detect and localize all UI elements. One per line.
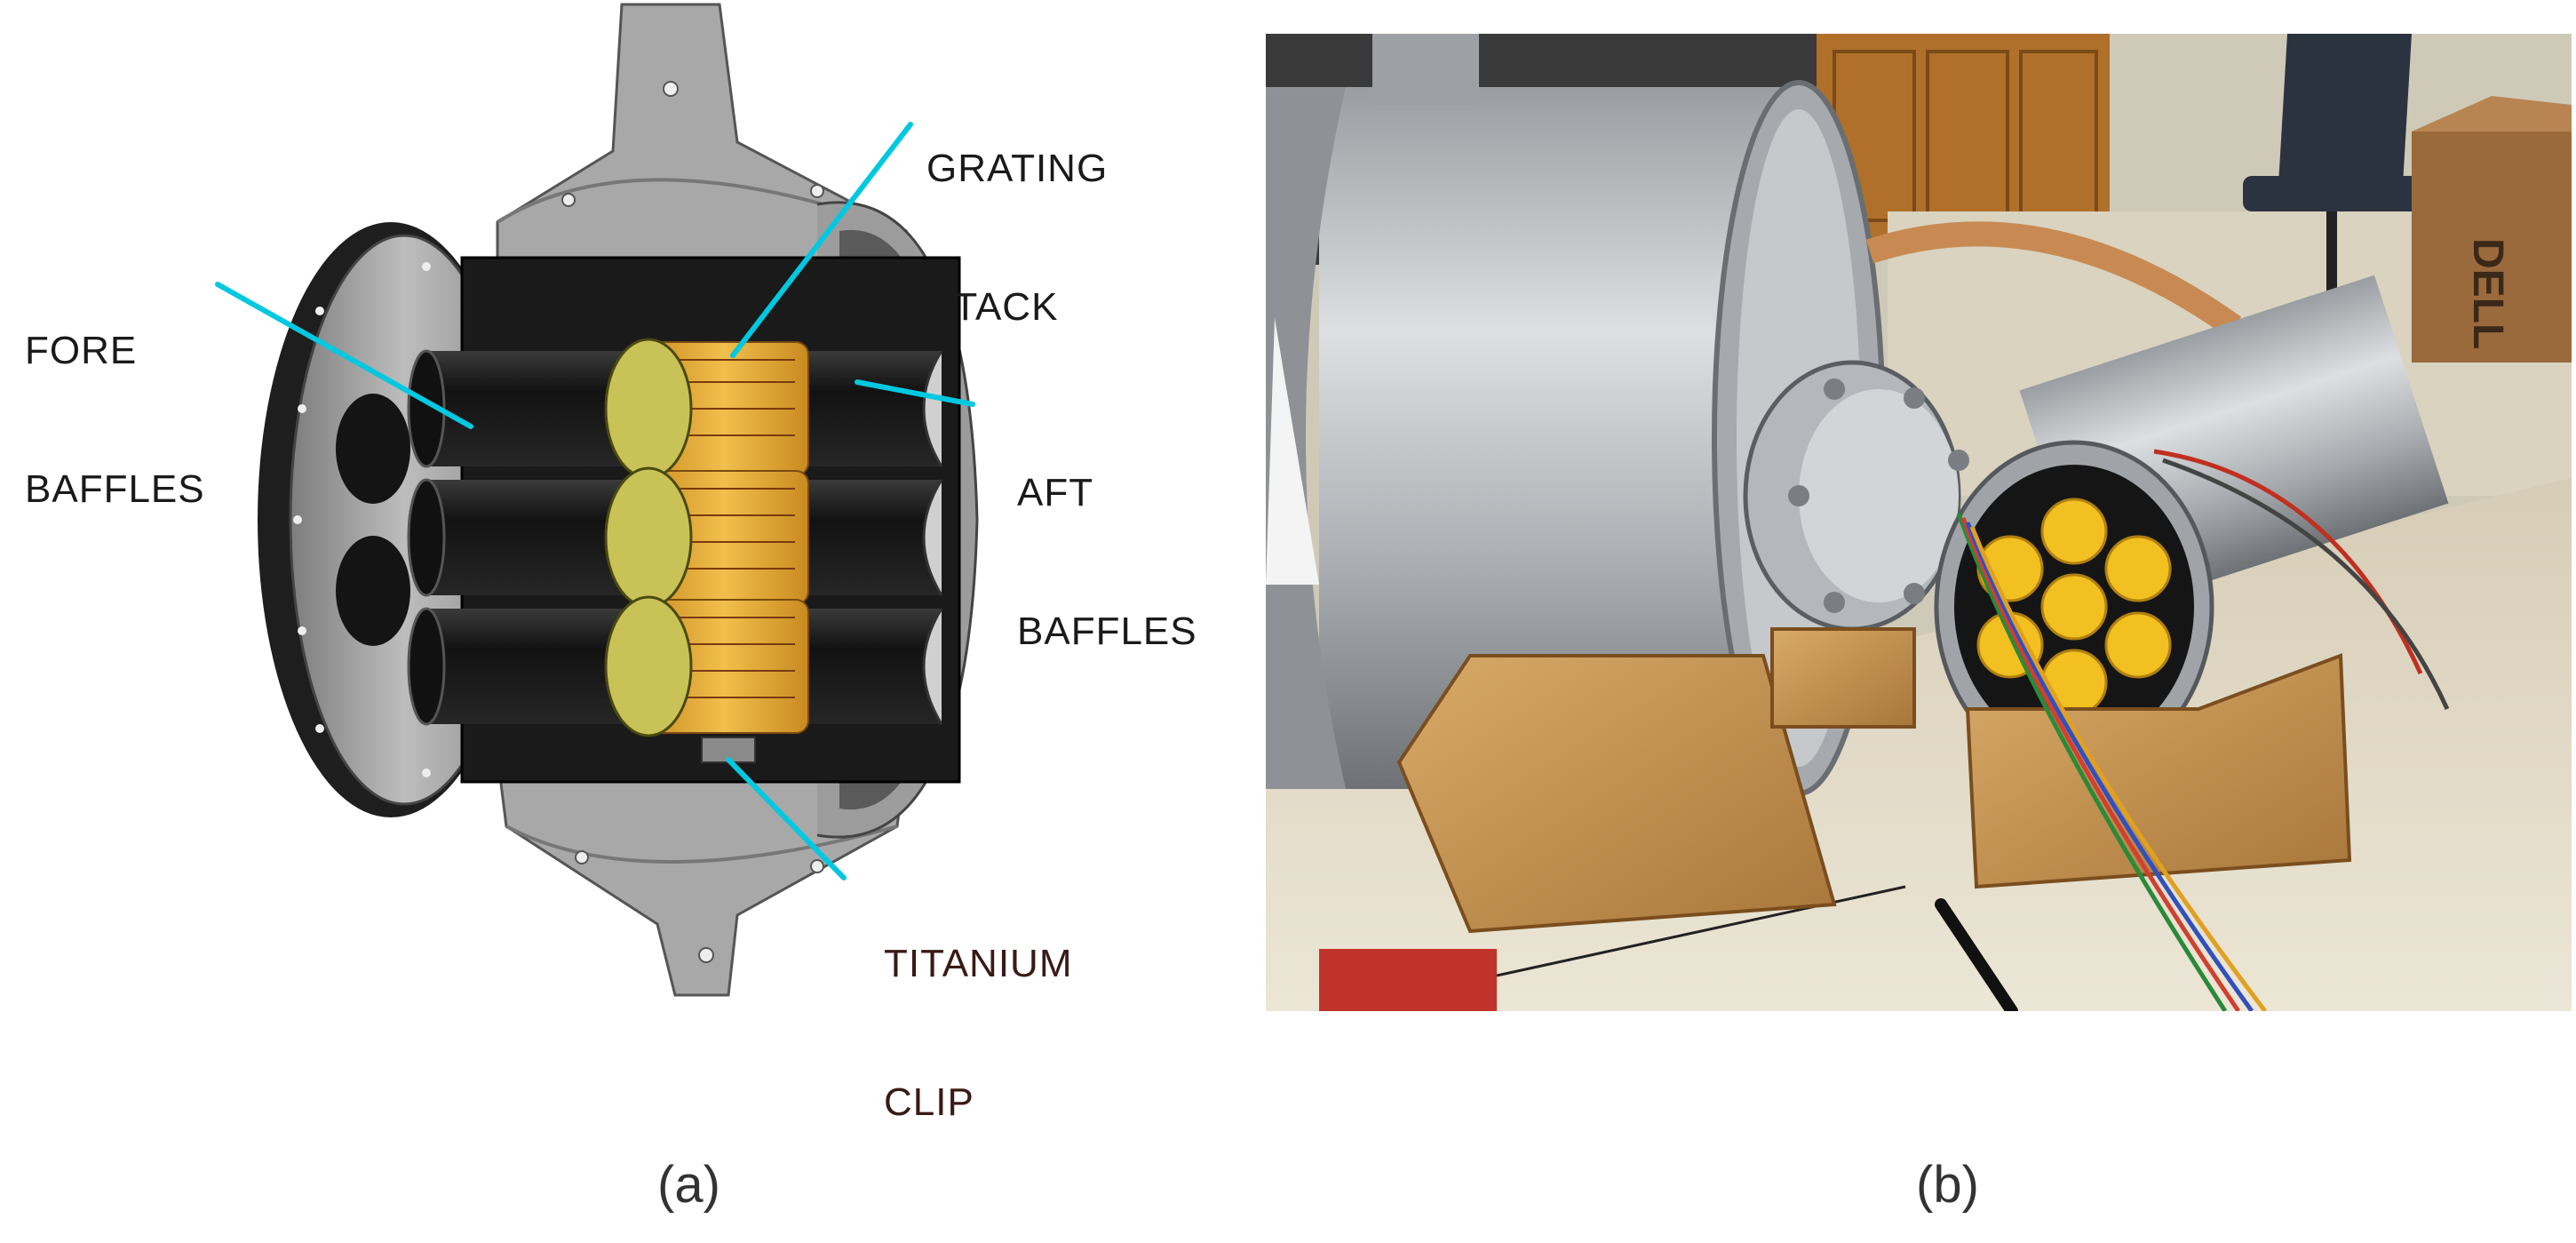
table-line <box>1496 885 1906 977</box>
panel-a-cad-cutaway: GRATING STACK FORE BAFFLES AFT BAFFLES T… <box>0 0 1244 1124</box>
grating-test-cylinder <box>1934 275 2449 774</box>
port-flange <box>1743 360 1969 632</box>
panel-b-photograph: DELL <box>1266 34 2572 1011</box>
callout-grating-stack-line2: STACK <box>926 285 1059 329</box>
multimeter <box>1319 949 1497 1011</box>
caption-panel-a: (a) <box>657 1156 720 1214</box>
callout-fore-baffles: FORE BAFFLES <box>25 235 205 605</box>
callout-titanium-clip-line2: CLIP <box>884 1080 974 1124</box>
callout-fore-baffles-line2: BAFFLES <box>25 467 205 511</box>
chamber-wood-stand <box>1396 627 1916 934</box>
leader-lines <box>215 122 975 880</box>
office-chair <box>2243 34 2421 291</box>
grating-stacks <box>604 338 809 737</box>
callout-grating-stack: GRATING STACK <box>926 53 1108 423</box>
hardware-photo-illustration: DELL <box>1266 34 2572 1011</box>
callout-titanium-clip-line1: TITANIUM <box>884 942 1073 985</box>
cad-cutaway-drawing <box>215 3 979 997</box>
callout-aft-baffles-line1: AFT <box>1017 471 1094 514</box>
callout-titanium-clip: TITANIUM CLIP <box>884 849 1073 1218</box>
ribbon-cable <box>1865 221 2242 338</box>
top-flange <box>496 3 908 295</box>
wood-cabinets <box>1817 34 2110 238</box>
cardboard-box: DELL <box>2412 96 2572 363</box>
box-brand-text: DELL <box>2464 238 2511 349</box>
caption-panel-b: (b) <box>1916 1156 1979 1214</box>
grating-faces <box>1976 498 2172 716</box>
callout-fore-baffles-line1: FORE <box>25 329 138 372</box>
callout-aft-baffles: AFT BAFFLES <box>1017 378 1197 747</box>
callout-aft-baffles-line2: BAFFLES <box>1017 610 1197 653</box>
pen <box>1935 898 2018 1011</box>
wire-harness <box>1956 449 2450 1011</box>
callout-grating-stack-line1: GRATING <box>926 147 1109 190</box>
